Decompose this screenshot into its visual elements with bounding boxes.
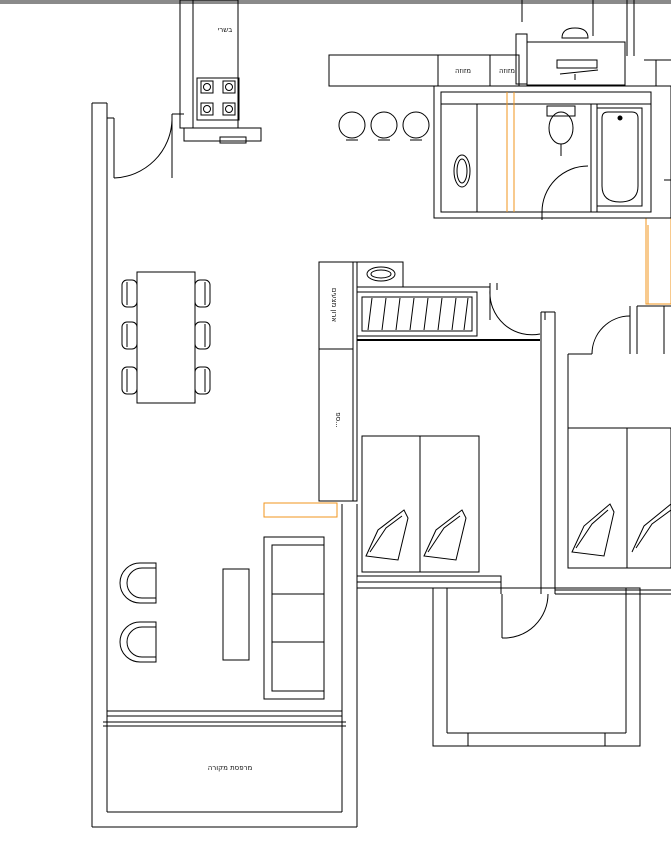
kitchen-counter: [179, 0, 262, 144]
bedroom-door: [357, 283, 541, 341]
label-closet: ספ...: [334, 412, 342, 428]
twin-beds-right: [567, 427, 671, 569]
exhaust-unit: [515, 27, 626, 86]
mezuza-cabinet: [328, 54, 520, 87]
label-bedding-closet: ארון מצעים: [330, 288, 338, 322]
label-mezuza: מזוזה: [455, 67, 471, 75]
armchair: [119, 621, 157, 663]
twin-beds: [361, 435, 480, 573]
dining-table: [121, 271, 211, 404]
toilet: [546, 105, 576, 156]
bedroom-window: [356, 575, 502, 594]
hallway-walls: [540, 311, 671, 595]
right-bedroom-door: [567, 305, 671, 428]
storage-cabinet: [318, 261, 358, 502]
cooktop: [196, 77, 240, 121]
highlighted-pipe: [506, 92, 515, 212]
bathroom-sink: [453, 154, 471, 188]
bathroom-door: [541, 165, 589, 220]
label-mezuza: מזוזה: [499, 67, 515, 75]
top-right-walls: [521, 0, 671, 181]
service-balcony: [432, 587, 641, 747]
highlighted-door-frame: [645, 217, 671, 305]
armchair: [119, 562, 157, 604]
label-covered-balcony: מרפסת מקורה: [208, 764, 253, 772]
wardrobe: [356, 286, 490, 337]
hall-door: [501, 593, 549, 639]
highlighted-window: [263, 502, 338, 518]
bathtub: [596, 107, 643, 207]
label-meat: בשרי: [218, 26, 233, 34]
coffee-table: [222, 568, 250, 661]
bar-stools: [338, 111, 430, 141]
hall-washbasin: [356, 261, 404, 288]
balcony-glass-door: [103, 710, 346, 727]
sofa: [263, 536, 325, 700]
living-room-walls: [91, 102, 358, 828]
entry-door: [113, 119, 173, 179]
window-top-bar: [0, 0, 671, 4]
